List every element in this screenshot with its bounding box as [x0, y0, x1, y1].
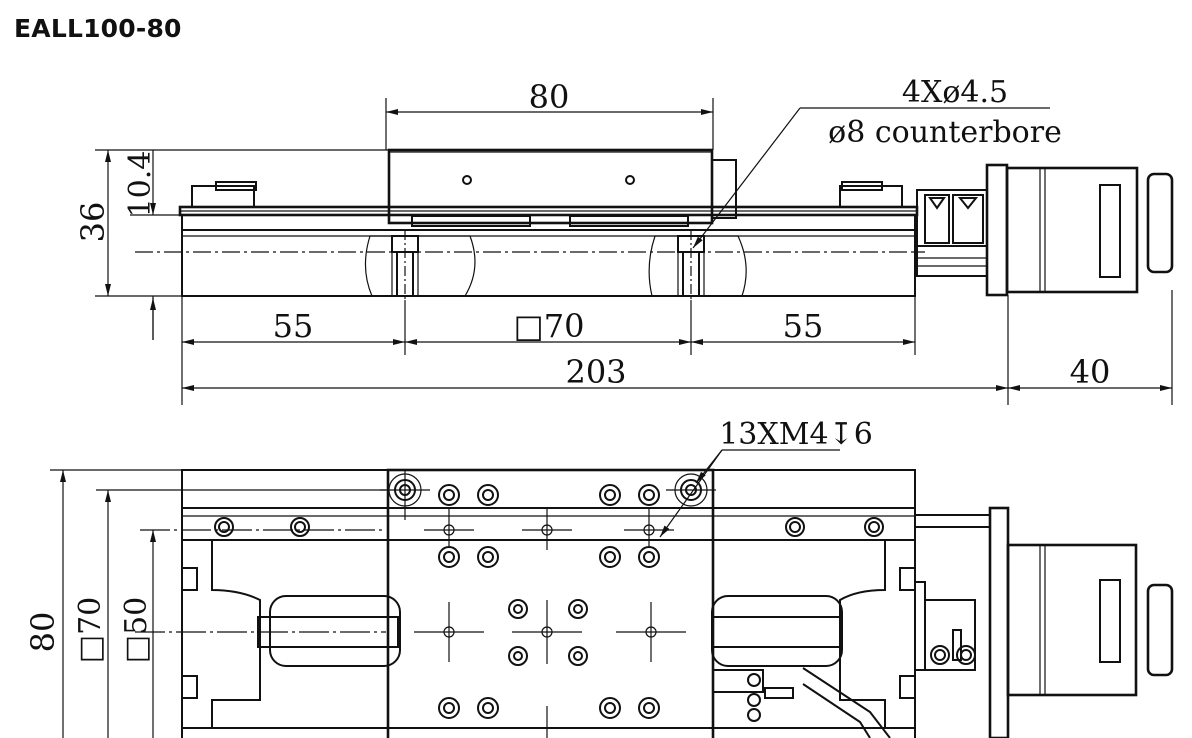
dim-center-span: □70 — [514, 307, 585, 345]
dim-plan-square-70: □70 — [73, 597, 108, 664]
dim-height-carriage: 10.4 — [123, 151, 158, 218]
front-view — [178, 148, 1174, 300]
dim-tapped-holes: 13XM4↧6 — [719, 417, 873, 452]
dim-overall-length: 203 — [565, 353, 626, 391]
dim-hole-spec-line1: 4Xø4.5 — [902, 75, 1008, 110]
dim-hole-spec-line2: ø8 counterbore — [828, 115, 1062, 150]
dim-right-span: 55 — [783, 307, 824, 345]
plan-dimensions — [50, 449, 840, 738]
dim-left-span: 55 — [273, 307, 314, 345]
dim-motor-length: 40 — [1070, 353, 1111, 391]
dim-plan-square-50: □50 — [119, 597, 154, 664]
dim-plan-width: 80 — [24, 612, 62, 653]
plan-view — [181, 468, 1174, 738]
dim-height-total: 36 — [74, 202, 112, 243]
dim-top-width: 80 — [529, 78, 570, 116]
drawing-title: EALL100-80 — [14, 14, 182, 43]
front-dimensions — [95, 98, 1173, 405]
